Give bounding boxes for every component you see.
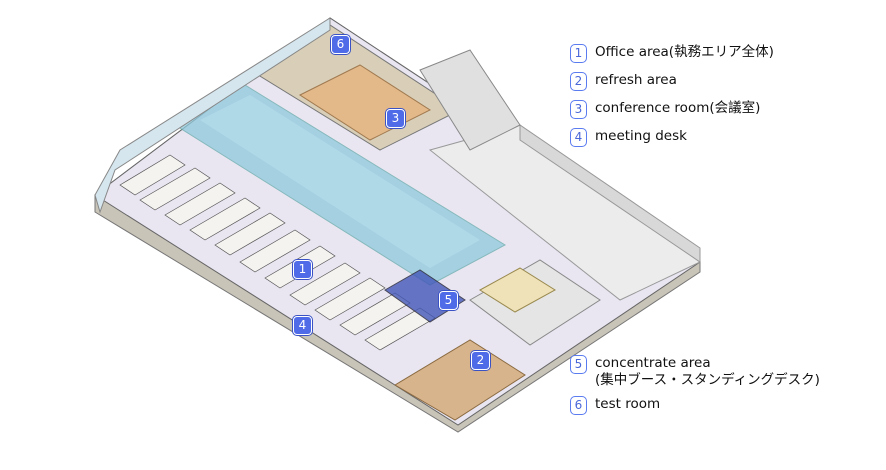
legend-label-main: concentrate area [595, 355, 711, 371]
legend-item-office-area: 1 Office area(執務エリア全体) [570, 44, 774, 72]
upper-right-room [419, 49, 521, 151]
legend-badge: 4 [570, 128, 587, 147]
legend-item-concentrate-area: 5 concentrate area(集中ブース・スタンディングデスク) [570, 355, 820, 396]
marker-4-meeting-desk[interactable]: 4 [293, 316, 312, 335]
glass-atrium-highlight [200, 95, 480, 268]
marker-2-refresh-area[interactable]: 2 [471, 351, 490, 370]
legend-item-meeting-desk: 4 meeting desk [570, 128, 774, 156]
legend-label: concentrate area(集中ブース・スタンディングデスク) [595, 355, 820, 389]
empty-area-wall [519, 124, 701, 263]
legend-label-sub: (集中ブース・スタンディングデスク) [595, 372, 820, 388]
legend-label: test room [595, 396, 661, 412]
legend-top: 1 Office area(執務エリア全体) 2 refresh area 3 con… [570, 44, 774, 156]
legend-bottom: 5 concentrate area(集中ブース・スタンディングデスク) 6 tes… [570, 355, 820, 424]
marker-3-conference-room[interactable]: 3 [386, 109, 405, 128]
legend-badge: 2 [570, 72, 587, 91]
legend-label: conference room(会議室) [595, 100, 761, 116]
legend-badge: 3 [570, 100, 587, 119]
legend-item-test-room: 6 test room [570, 396, 820, 424]
legend-badge: 1 [570, 44, 587, 63]
legend-item-refresh-area: 2 refresh area [570, 72, 774, 100]
legend-label: refresh area [595, 72, 677, 88]
legend-label: meeting desk [595, 128, 687, 144]
marker-1-office-area[interactable]: 1 [293, 260, 312, 279]
storage-shelves [479, 267, 556, 313]
window-wall-left [94, 17, 331, 214]
refresh-area [394, 339, 526, 421]
legend-item-conference-room: 3 conference room(会議室) [570, 100, 774, 128]
marker-6-test-room[interactable]: 6 [331, 35, 350, 54]
legend-label: Office area(執務エリア全体) [595, 44, 774, 60]
legend-badge: 5 [570, 355, 587, 374]
marker-5-concentrate-area[interactable]: 5 [439, 291, 458, 310]
legend-badge: 6 [570, 396, 587, 415]
